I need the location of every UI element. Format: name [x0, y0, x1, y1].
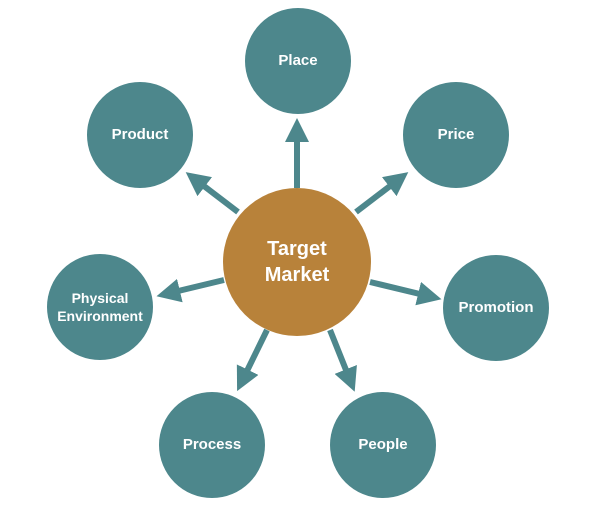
place-label: Place: [278, 52, 318, 69]
place-node: Place: [245, 8, 351, 114]
price-node: Price: [403, 82, 509, 188]
promotion-label: Promotion: [458, 299, 534, 316]
arrow-physical: [156, 277, 225, 303]
arrow-promotion: [369, 279, 442, 306]
arrow-product: [185, 172, 240, 215]
physical-label-1: Physical: [71, 290, 129, 306]
physical-label-2: Environment: [57, 308, 143, 324]
promotion-node: Promotion: [443, 255, 549, 361]
center-label-2: Market: [264, 264, 330, 286]
process-label: Process: [182, 436, 242, 453]
people-label: People: [358, 436, 408, 453]
center-label-1: Target: [267, 238, 327, 260]
price-label: Price: [437, 126, 475, 143]
arrow-process: [236, 328, 270, 392]
process-node: Process: [159, 392, 265, 498]
arrow-people: [327, 328, 357, 392]
people-node: People: [330, 392, 436, 498]
product-label: Product: [111, 126, 169, 143]
product-node: Product: [87, 82, 193, 188]
arrow-price: [354, 172, 409, 215]
